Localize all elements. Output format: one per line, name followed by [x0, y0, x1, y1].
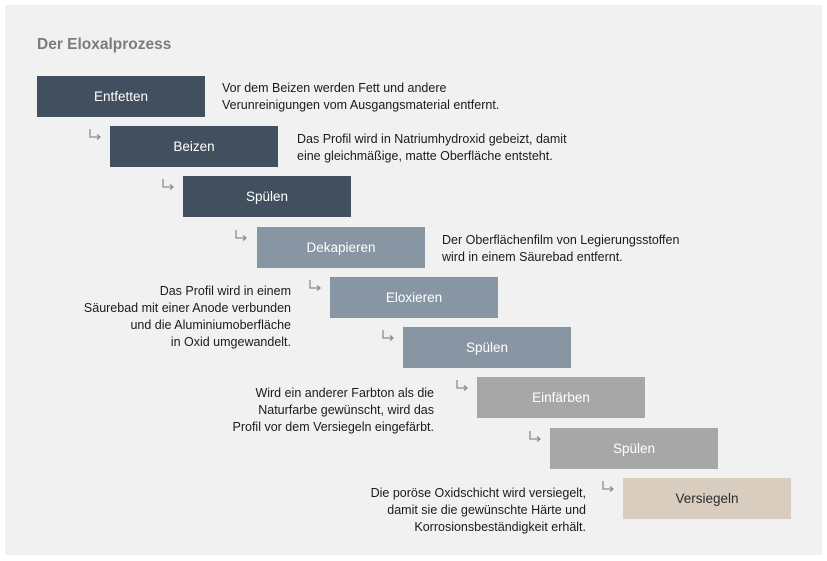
description-versiegeln: Die poröse Oxidschicht wird versiegelt, … [370, 486, 586, 534]
step-label: Dekapieren [306, 240, 376, 255]
step-label: Beizen [173, 139, 215, 154]
description-eloxieren: Das Profil wird in einem Säurebad mit ei… [83, 284, 291, 349]
step-label: Spülen [612, 441, 656, 456]
description-beizen: Das Profil wird in Natriumhydroxid gebei… [297, 132, 567, 163]
arrow-down-right-icon [162, 179, 175, 190]
page-title: Der Eloxalprozess [37, 36, 172, 53]
arrow-down-right-icon [529, 431, 542, 442]
description-dekapieren: Der Oberflächenfilm von Legierungsstoffe… [442, 233, 680, 264]
step-label: Spülen [465, 340, 509, 355]
step-label: Versiegeln [675, 491, 739, 506]
step-spuelen-1: Spülen [183, 176, 351, 217]
description-einfaerben: Wird ein anderer Farbton als die Naturfa… [232, 386, 435, 434]
arrow-down-right-icon [456, 380, 469, 391]
arrow-down-right-icon [235, 230, 248, 241]
step-entfetten: Entfetten [37, 76, 205, 117]
step-label: Eloxieren [385, 290, 443, 305]
step-spuelen-3: Spülen [550, 428, 718, 469]
arrow-down-right-icon [382, 330, 395, 341]
description-entfetten: Vor dem Beizen werden Fett und andere Ve… [222, 81, 500, 112]
step-dekapieren: Dekapieren [257, 227, 425, 268]
step-eloxieren: Eloxieren [330, 277, 498, 318]
step-label: Spülen [245, 189, 289, 204]
step-spuelen-2: Spülen [403, 327, 571, 368]
step-beizen: Beizen [110, 126, 278, 167]
step-label: Entfetten [93, 89, 149, 104]
step-versiegeln: Versiegeln [623, 478, 791, 519]
arrow-down-right-icon [602, 481, 615, 492]
arrow-down-right-icon [89, 129, 102, 140]
step-label: Einfärben [532, 390, 590, 405]
arrow-down-right-icon [309, 280, 322, 291]
step-einfaerben: Einfärben [477, 377, 645, 418]
